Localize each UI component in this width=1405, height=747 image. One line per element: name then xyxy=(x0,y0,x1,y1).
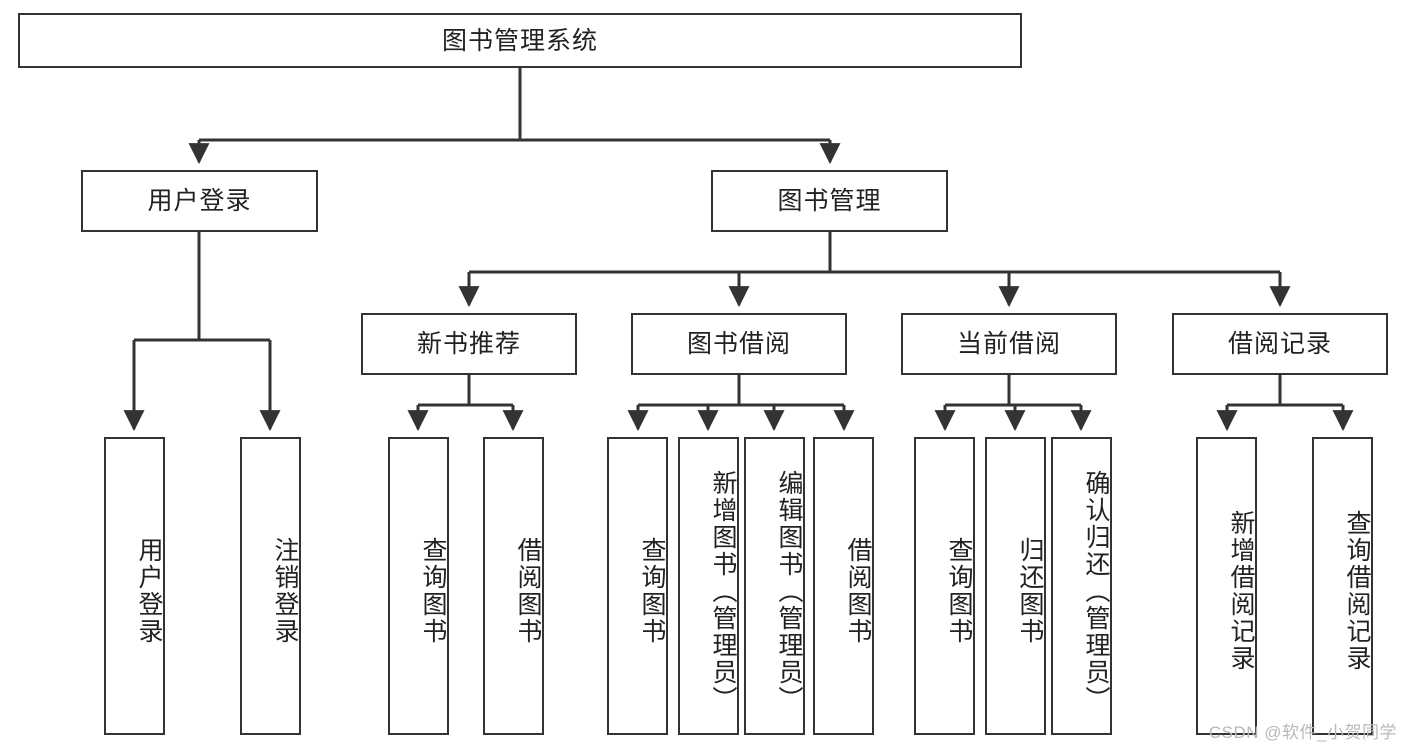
node-label: 借阅记录 xyxy=(1227,330,1332,358)
node-book-management[interactable]: 图书管理 xyxy=(711,170,948,232)
leaf-borrow-record-add[interactable]: 新增借阅记录 xyxy=(1196,437,1257,735)
node-label: 当前借阅 xyxy=(956,330,1061,358)
leaf-user-login-logout[interactable]: 注销登录 xyxy=(240,437,301,735)
leaf-book-borrow-borrow[interactable]: 借阅图书 xyxy=(813,437,874,735)
node-label: 新书推荐 xyxy=(416,330,521,358)
leaf-current-borrow-query[interactable]: 查询图书 xyxy=(914,437,975,735)
leaf-current-borrow-return[interactable]: 归还图书 xyxy=(985,437,1046,735)
leaf-new-book-query[interactable]: 查询图书 xyxy=(388,437,449,735)
leaf-new-book-borrow[interactable]: 借阅图书 xyxy=(483,437,544,735)
node-user-login[interactable]: 用户登录 xyxy=(81,170,318,232)
leaf-book-borrow-add-admin[interactable]: 新增图书（管理员） xyxy=(678,437,739,735)
node-label: 归还图书 xyxy=(1016,537,1044,645)
node-label: 查询借阅记录 xyxy=(1343,510,1371,672)
node-label: 图书借阅 xyxy=(686,330,791,358)
node-label: 图书管理 xyxy=(777,187,882,215)
node-current-borrow[interactable]: 当前借阅 xyxy=(901,313,1117,375)
leaf-user-login-login[interactable]: 用户登录 xyxy=(104,437,165,735)
node-label: 借阅图书 xyxy=(844,537,872,645)
node-label: 借阅图书 xyxy=(514,537,542,645)
node-label: 新增借阅记录 xyxy=(1227,510,1255,672)
node-new-book-recommend[interactable]: 新书推荐 xyxy=(361,313,577,375)
leaf-book-borrow-edit-admin[interactable]: 编辑图书（管理员） xyxy=(744,437,805,735)
leaf-current-borrow-confirm-return-admin[interactable]: 确认归还（管理员） xyxy=(1051,437,1112,735)
node-label: 用户登录 xyxy=(147,187,252,215)
node-label: 查询图书 xyxy=(945,537,973,645)
node-label: 查询图书 xyxy=(638,537,666,645)
node-book-borrow[interactable]: 图书借阅 xyxy=(631,313,847,375)
node-label: 图书管理系统 xyxy=(441,26,598,55)
leaf-book-borrow-query[interactable]: 查询图书 xyxy=(607,437,668,735)
leaf-borrow-record-query[interactable]: 查询借阅记录 xyxy=(1312,437,1373,735)
node-label: 查询图书 xyxy=(419,537,447,645)
watermark-csdn: CSDN @软件_小贺同学 xyxy=(1208,723,1397,742)
node-label: 新增图书（管理员） xyxy=(709,469,737,713)
node-label: 确认归还（管理员） xyxy=(1082,469,1110,713)
node-borrow-record[interactable]: 借阅记录 xyxy=(1172,313,1388,375)
node-label: 编辑图书（管理员） xyxy=(775,469,803,713)
node-label: 注销登录 xyxy=(271,537,299,645)
node-root-book-management-system[interactable]: 图书管理系统 xyxy=(18,13,1022,68)
node-label: 用户登录 xyxy=(135,537,163,645)
